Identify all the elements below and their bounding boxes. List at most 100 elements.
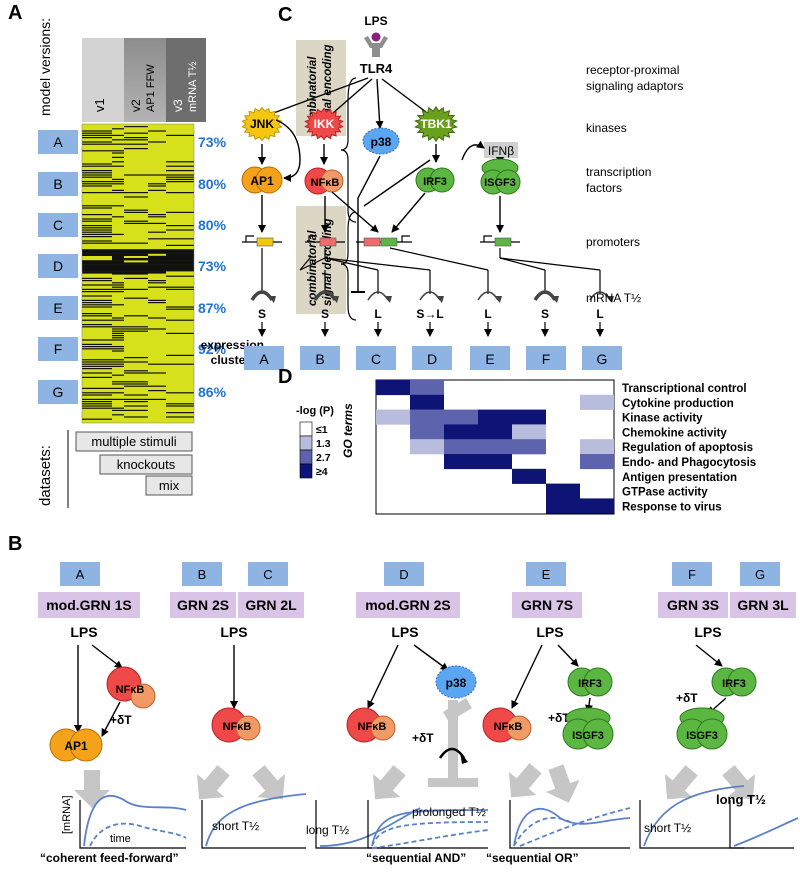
cluster-label-a: G [53, 384, 64, 400]
v2-header [124, 38, 166, 122]
curve-axes [729, 800, 794, 849]
stability-label: L [596, 307, 603, 321]
panel-c: LPS TLR4 combinatorial signal encoding c… [201, 14, 683, 370]
go-cell [444, 424, 478, 440]
v1-label: v1 [92, 98, 107, 112]
go-cell [410, 409, 444, 425]
go-cell [478, 454, 512, 470]
v2-label-bottom: AP1 FFW [145, 64, 157, 112]
go-term: Transcriptional control [622, 383, 747, 395]
cluster-tag-a-C [38, 213, 78, 237]
nfkb-b-e [482, 707, 532, 743]
nfkb-b-a [106, 666, 156, 709]
go-cell [376, 409, 410, 425]
go-cell [580, 454, 614, 470]
panel-label-d: D [278, 366, 293, 388]
mrna-axis-label: [mRNA] [61, 796, 73, 835]
legend-item: 1.3 [316, 438, 331, 450]
right-label-receptor-1: receptor-proximal [586, 63, 679, 77]
p38-b-d-label: p38 [446, 676, 467, 690]
tbk1-node [414, 105, 458, 143]
b-cluster-tag-label: C [263, 567, 272, 582]
go-cell [512, 468, 546, 484]
legend-swatch [299, 435, 313, 451]
isgf3-b-fg [676, 707, 728, 750]
go-cell [478, 439, 512, 455]
go-term: GTPase activity [622, 487, 708, 499]
go-term: Response to virus [622, 501, 722, 513]
decoding-line1: combinatorial [307, 230, 319, 306]
expression-cluster-label: B [315, 351, 324, 367]
cluster-accuracy: 87% [198, 300, 227, 316]
cluster-tag-a-B [38, 172, 78, 196]
b-cluster-tag-label: A [76, 567, 85, 582]
cluster-accuracy: 73% [198, 258, 227, 274]
b-model-box [658, 592, 728, 618]
promoters-row [242, 235, 520, 247]
legend-item: ≤1 [316, 424, 328, 436]
expression-curve [733, 817, 799, 847]
right-label-promoters: promoters [586, 235, 640, 249]
go-term: Cytokine production [622, 398, 734, 410]
cluster-tag-a-E [38, 296, 78, 320]
expression-cluster-label: D [427, 351, 437, 367]
b-cluster-tag [384, 562, 424, 586]
short-half-bc: short T½ [212, 819, 259, 833]
panel-label-c: C [278, 4, 293, 26]
ap1-b-a [49, 728, 103, 762]
nfkb-b-e-label: NFκB [494, 721, 523, 733]
b-model-box [170, 592, 236, 618]
right-label-mrna: mRNA T½ [586, 291, 641, 305]
decoding-brace [340, 211, 357, 321]
ap1-label: AP1 [250, 174, 274, 188]
cluster-tag-a-F [38, 337, 78, 361]
nfkb-b-d-label: NFκB [358, 721, 387, 733]
b-cluster-tag-label: D [399, 567, 408, 582]
go-cell [410, 439, 444, 455]
expression-cluster-A [244, 346, 284, 370]
go-term: Endo- and Phagocytosis [622, 457, 756, 469]
b-model-label: GRN 7S [521, 597, 573, 613]
right-label-tf-1: transcription [586, 165, 651, 179]
go-heatmap [376, 380, 614, 514]
grey-arrows [74, 763, 756, 808]
go-term: Kinase activity [622, 413, 703, 425]
tlr4-receptor-icon [364, 32, 388, 57]
b-model-box [356, 592, 460, 618]
cluster-tag-a-G [38, 380, 78, 404]
prolonged-half-d: prolonged T½ [412, 805, 486, 819]
go-cell [546, 483, 580, 499]
cluster-label-a: E [53, 300, 62, 316]
model-versions-label: model versions: [37, 18, 53, 116]
irf3-b-fg-label: IRF3 [722, 678, 746, 690]
heatmap-rows [81, 123, 195, 424]
nfkb-label: NFκB [311, 177, 340, 189]
v3-label-bottom: mRNA T½ [187, 61, 199, 112]
cluster-accuracy: 86% [198, 384, 227, 400]
b-model-box [238, 592, 304, 618]
expression-curve [205, 793, 307, 847]
cluster-label-a: F [54, 341, 63, 357]
cluster-accuracy: 73% [198, 134, 227, 150]
dataset-mix-box [145, 475, 193, 496]
datasets-label: datasets: [37, 445, 54, 506]
nfkb-b-bc-label: NFκB [223, 721, 252, 733]
nfkb-node [304, 167, 344, 195]
expression-cluster-label: G [597, 351, 608, 367]
right-label-receptor-2: signaling adaptors [586, 79, 683, 93]
lps-b-3: LPS [391, 624, 418, 640]
expression-curve [371, 809, 489, 847]
lps-label: LPS [364, 14, 387, 28]
go-term: Antigen presentation [622, 472, 737, 484]
ap1-b-a-label: AP1 [64, 739, 88, 753]
cluster-tag-a-D [38, 254, 78, 278]
cluster-tag-a-A [38, 130, 78, 154]
caption-cff: “coherent feed-forward” [40, 851, 179, 865]
ap1-node [241, 166, 283, 194]
expression-curve [89, 822, 187, 847]
tbk1-label: TBK1 [420, 117, 452, 131]
lps-b-2: LPS [220, 624, 247, 640]
b-cluster-tag-label: F [688, 567, 696, 582]
b-model-box [730, 592, 796, 618]
